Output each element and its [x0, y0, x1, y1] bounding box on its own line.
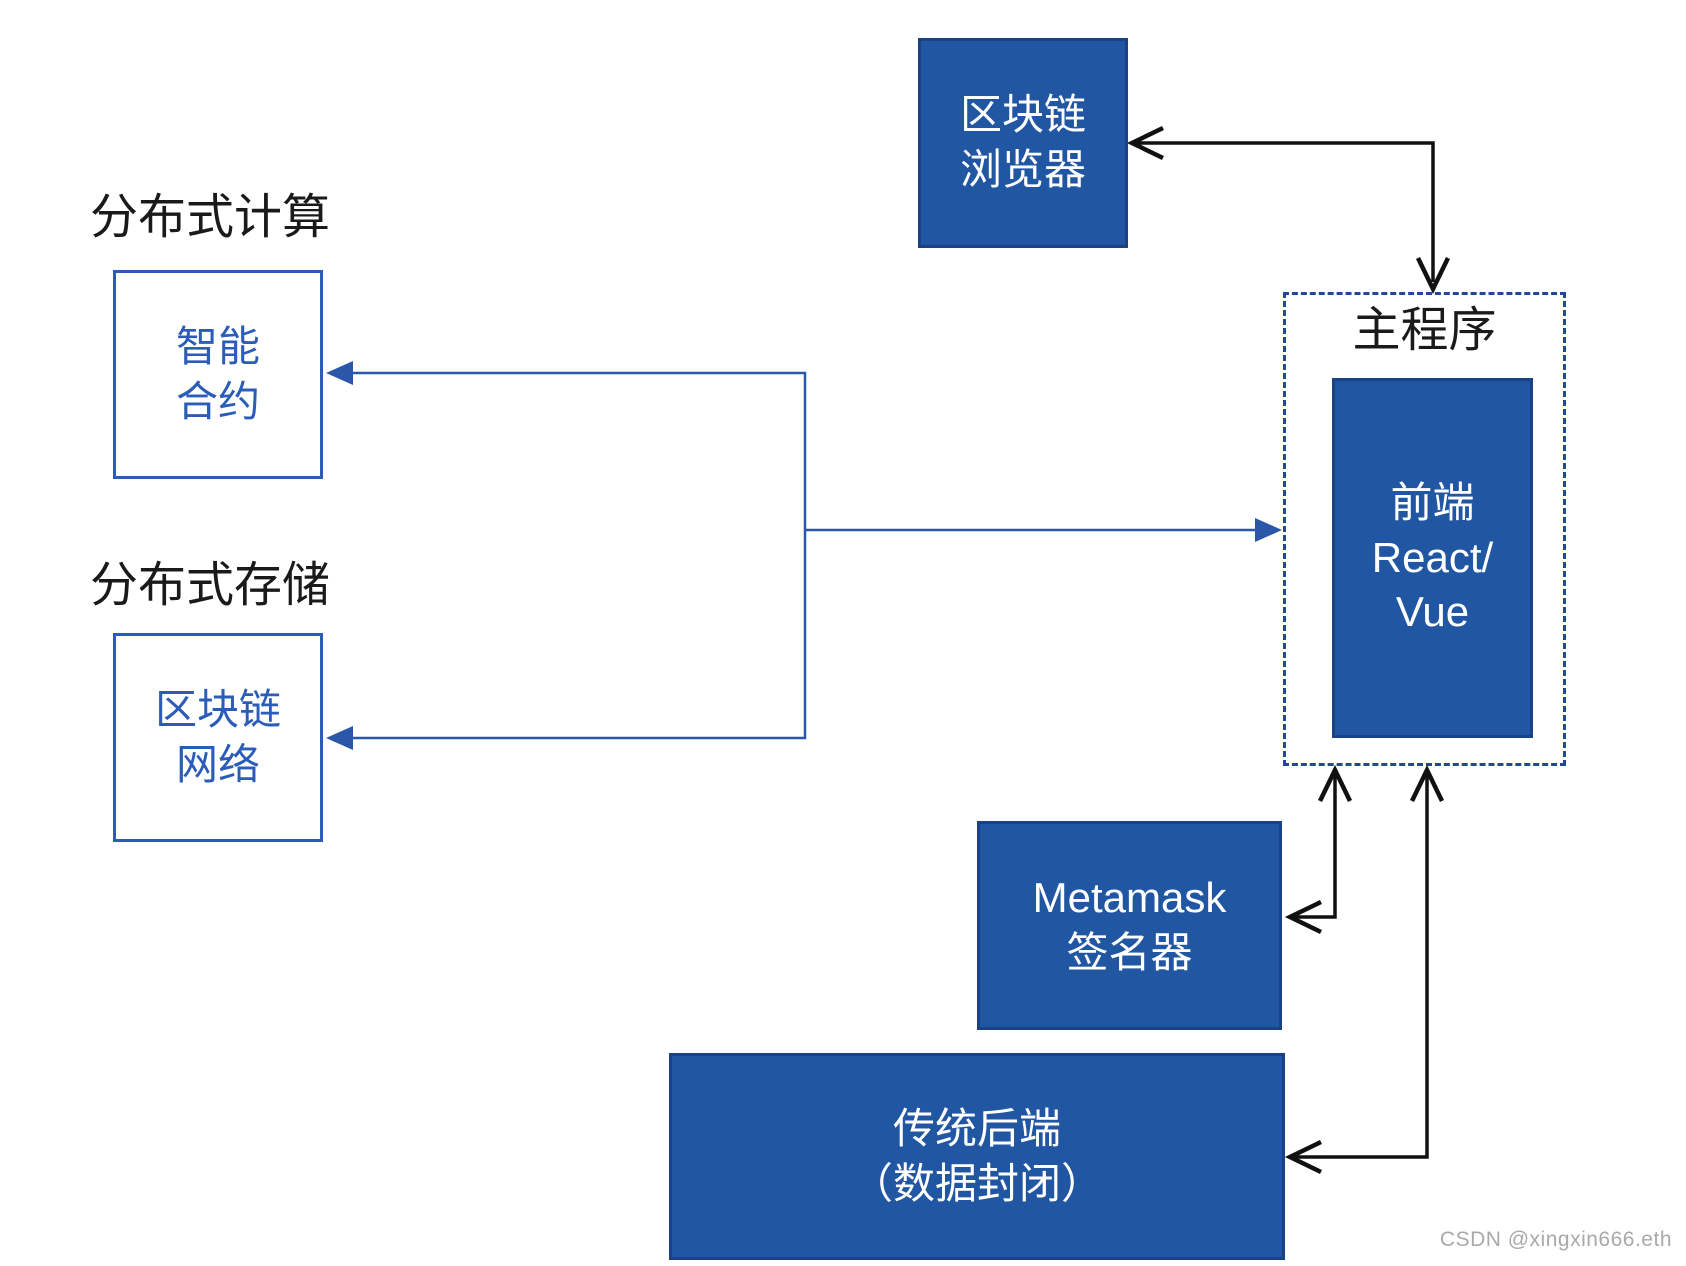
label-main-program: 主程序 — [1352, 304, 1497, 357]
arrowhead-down-icon — [1415, 257, 1451, 295]
arrow-mainprogram-to-browser — [1126, 125, 1451, 295]
arrowhead-left-icon — [326, 361, 353, 385]
label-distributed-storage: 分布式存储 — [90, 559, 331, 612]
arrowhead-up-icon — [1317, 764, 1353, 802]
node-traditional-backend: 传统后端 （数据封闭） — [669, 1053, 1285, 1260]
node-frontend-react-vue: 前端 React/ Vue — [1332, 378, 1533, 738]
node-blockchain-browser: 区块链 浏览器 — [918, 38, 1128, 248]
arrowhead-left-icon — [326, 726, 353, 750]
arrowhead-left-icon — [1284, 899, 1322, 935]
node-metamask-signer: Metamask 签名器 — [977, 821, 1282, 1030]
connector-frontend-to-chain — [350, 371, 1256, 740]
connector-arrowheads — [326, 361, 1282, 750]
arrow-mainprogram-to-backend — [1284, 764, 1445, 1175]
watermark: CSDN @xingxin666.eth — [1439, 1228, 1672, 1251]
node-blockchain-network: 区块链 网络 — [113, 633, 323, 842]
arrowhead-right-icon — [1255, 518, 1282, 542]
arrowhead-left-icon — [1284, 1139, 1322, 1175]
arrow-mainprogram-to-metamask — [1284, 764, 1353, 935]
group-main-program — [1283, 292, 1566, 766]
label-distributed-computing: 分布式计算 — [90, 191, 331, 244]
node-smart-contract: 智能 合约 — [113, 270, 323, 479]
arrowhead-left-icon — [1126, 125, 1164, 161]
arrowhead-up-icon — [1409, 764, 1445, 802]
